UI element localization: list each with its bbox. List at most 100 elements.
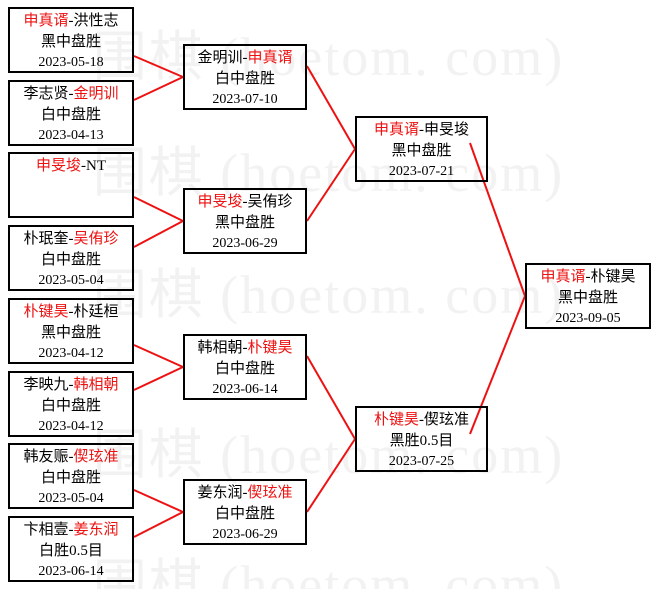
player-left: 李志贤 — [23, 86, 69, 102]
player-separator: - — [242, 50, 248, 66]
match-date: 2023-09-05 — [555, 311, 621, 326]
player-right: 吴侑珍 — [247, 194, 293, 210]
match-result: 白中盘胜 — [214, 71, 275, 87]
match-date: 2023-06-29 — [212, 527, 278, 542]
match-box[interactable]: 韩友赈-偰玹准白中盘胜 2023-05-04 — [8, 443, 134, 509]
match-result: 黑胜0.5目 — [389, 433, 454, 449]
connector-line — [133, 196, 184, 222]
match-box[interactable]: 姜东润-偰玹准白中盘胜 2023-06-29 — [183, 479, 307, 545]
match-box[interactable]: 申真谞-申旻埈黑中盘胜 2023-07-21 — [355, 116, 488, 182]
match-box[interactable]: 申旻埈-吴侑珍黑中盘胜 2023-06-29 — [183, 188, 307, 254]
match-players: 申真谞-朴键昊 — [527, 267, 649, 288]
player-right: 申真谞 — [247, 50, 293, 66]
match-players: 朴珉奎-吴侑珍 — [10, 229, 132, 250]
player-right: 朴廷桓 — [73, 304, 119, 320]
match-date: 2023-06-14 — [38, 564, 104, 579]
match-box[interactable]: 卞相壹-姜东润白胜0.5目 2023-06-14 — [8, 516, 134, 582]
match-players: 申旻埈-吴侑珍 — [185, 192, 305, 213]
match-date: 2023-07-25 — [388, 454, 455, 469]
match-result: 白中盘胜 — [40, 398, 101, 414]
player-right: 朴键昊 — [247, 340, 293, 356]
match-players: 朴键昊-朴廷桓 — [10, 302, 132, 323]
match-players: 申真谞-申旻埈 — [357, 120, 486, 141]
player-left: 申旻埈 — [197, 194, 243, 210]
player-right: 洪性志 — [73, 13, 119, 29]
player-right: 韩相朝 — [73, 377, 119, 393]
player-left: 朴键昊 — [373, 412, 419, 428]
match-result: 黑中盘胜 — [40, 325, 101, 341]
match-box[interactable]: 朴键昊-朴廷桓黑中盘胜 2023-04-12 — [8, 298, 134, 364]
player-left: 金明训 — [197, 50, 243, 66]
player-left: 申旻埈 — [35, 158, 81, 174]
player-separator: - — [419, 412, 424, 428]
match-box[interactable]: 申真谞-洪性志黑中盘胜 2023-05-18 — [8, 7, 134, 73]
player-left: 申真谞 — [373, 122, 419, 138]
match-result: 黑中盘胜 — [391, 143, 452, 159]
match-players: 金明训-申真谞 — [185, 48, 305, 69]
player-left: 韩相朝 — [197, 340, 243, 356]
player-left: 卞相壹 — [23, 522, 69, 538]
match-date: 2023-06-29 — [212, 236, 278, 251]
player-separator: - — [242, 340, 248, 356]
match-date: 2023-05-18 — [38, 55, 104, 70]
match-box[interactable]: 朴珉奎-吴侑珍白中盘胜 2023-05-04 — [8, 225, 134, 291]
match-players: 韩友赈-偰玹准 — [10, 447, 132, 468]
connector-line — [133, 511, 184, 538]
match-result: 黑中盘胜 — [40, 34, 101, 50]
match-players: 卞相壹-姜东润 — [10, 520, 132, 541]
match-result: 白中盘胜 — [40, 252, 101, 268]
player-separator: - — [585, 269, 591, 285]
match-players: 李映九-韩相朝 — [10, 375, 132, 396]
match-box[interactable]: 李映九-韩相朝白中盘胜 2023-04-12 — [8, 371, 134, 437]
player-right: NT — [86, 158, 106, 174]
player-separator: - — [419, 122, 424, 138]
match-box[interactable]: 金明训-申真谞白中盘胜 2023-07-10 — [183, 44, 307, 110]
player-separator: - — [242, 485, 248, 501]
match-result: 白中盘胜 — [40, 470, 101, 486]
player-right: 金明训 — [73, 86, 119, 102]
match-result: 白中盘胜 — [214, 361, 275, 377]
match-players: 朴键昊-偰玹准 — [357, 410, 486, 431]
match-players: 姜东润-偰玹准 — [185, 483, 305, 504]
match-date: 2023-04-12 — [38, 346, 104, 361]
player-left: 申真谞 — [23, 13, 69, 29]
player-right: 偰玹准 — [247, 485, 293, 501]
match-box[interactable]: 朴键昊-偰玹准黑胜0.5目 2023-07-25 — [355, 406, 488, 472]
connector-line — [133, 344, 184, 368]
player-separator: - — [68, 13, 74, 29]
match-players: 申真谞-洪性志 — [10, 11, 132, 32]
player-left: 朴键昊 — [23, 304, 69, 320]
match-date: 2023-07-21 — [388, 164, 455, 179]
player-left: 韩友赈 — [23, 449, 69, 465]
player-right: 偰玹准 — [424, 412, 470, 428]
match-date: 2023-05-04 — [38, 273, 104, 288]
player-separator: - — [81, 158, 86, 174]
match-result: 白胜0.5目 — [39, 543, 103, 559]
match-date: 2023-04-12 — [38, 419, 104, 434]
match-players: 申旻埈-NT — [10, 156, 132, 177]
player-left: 申真谞 — [540, 269, 586, 285]
player-separator: - — [68, 231, 74, 247]
player-separator: - — [242, 194, 248, 210]
player-left: 李映九 — [23, 377, 69, 393]
player-separator: - — [68, 304, 74, 320]
match-players: 韩相朝-朴键昊 — [185, 338, 305, 359]
player-left: 朴珉奎 — [23, 231, 69, 247]
player-right: 偰玹准 — [73, 449, 119, 465]
connector-line — [306, 438, 356, 513]
player-separator: - — [68, 522, 74, 538]
player-separator: - — [68, 86, 74, 102]
match-date: 2023-07-10 — [212, 92, 278, 107]
connector-line — [306, 355, 356, 440]
match-box[interactable]: 申旻埈-NT — [8, 152, 134, 218]
match-result: 白中盘胜 — [214, 506, 275, 522]
match-result: 白中盘胜 — [40, 107, 101, 123]
match-date: 2023-05-04 — [38, 491, 104, 506]
match-result: 黑中盘胜 — [214, 215, 275, 231]
connector-line — [133, 55, 184, 78]
player-right: 申旻埈 — [424, 122, 470, 138]
